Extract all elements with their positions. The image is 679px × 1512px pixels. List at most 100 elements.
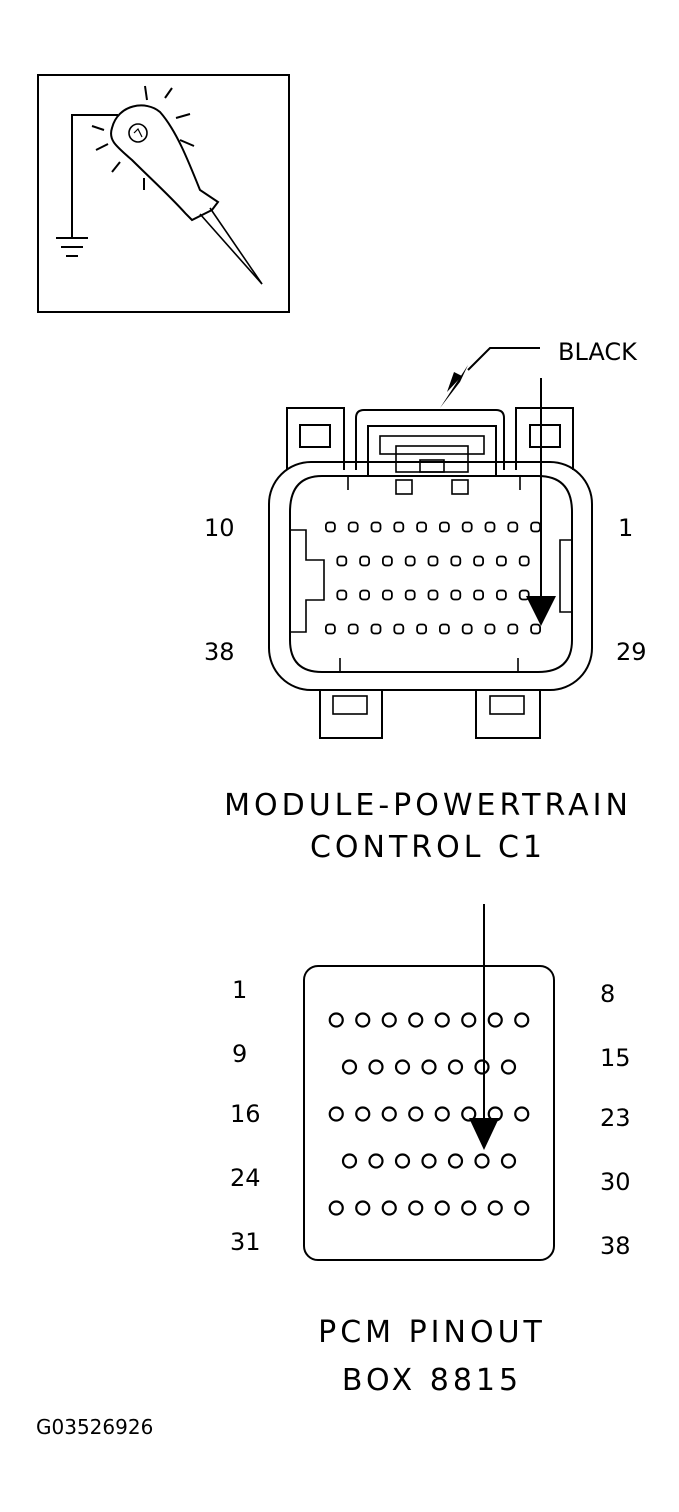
leader-arrowhead [447,372,462,392]
connector-c1-pin [416,623,428,635]
connector-c1-pin [336,589,348,601]
pinout-box-pin [447,1153,464,1169]
connector-c1-pin [404,589,416,601]
pinout-box-pin [461,1012,477,1028]
pinout-box-pin [514,1012,530,1028]
pinout-box-pin [408,1106,424,1122]
pinout-box-pin [514,1200,530,1216]
connector-c1-pin [347,623,359,635]
connector-c1-pin [507,521,519,533]
connector-c1-pin [530,521,541,533]
pinout-box-pin [434,1200,450,1216]
figure-id: G03526926 [36,1415,153,1439]
connector-caption-line2: CONTROL C1 [310,830,546,865]
connector-c1-pin [450,555,462,567]
c1-pin-label-29: 29 [616,638,647,666]
pinout-box-pin [368,1153,384,1169]
connector-c1-pin [518,555,530,567]
connector-caption-line1: MODULE-POWERTRAIN [224,788,632,823]
connector-c1-pin [484,521,496,533]
pinout-caption-line2: BOX 8815 [342,1363,522,1398]
pinout-box-pin [341,1153,358,1169]
pinout-box-pin [487,1200,503,1216]
probe-arrow-head [526,596,556,626]
box-pin-label-1: 1 [232,976,247,1004]
box-pin-label-23: 23 [600,1104,631,1132]
box-pin-label-30: 30 [600,1168,631,1196]
connector-c1: BLACK 10 1 [204,338,647,865]
pinout-box-pin [461,1106,477,1122]
connector-c1-pin [359,589,371,601]
pinout-box-pin [514,1106,530,1122]
connector-c1-pin [347,521,359,533]
connector-c1-pin [438,623,450,635]
connector-c1-pin [359,555,371,567]
box-pin-label-24: 24 [230,1164,261,1192]
pinout-box-pin-grid [328,1012,530,1216]
box-pin-label-8: 8 [600,980,615,1008]
connector-c1-pin [473,589,485,601]
pinout-box-pin [461,1200,477,1216]
connector-c1-pin [336,555,348,567]
pinout-caption-line1: PCM PINOUT [318,1315,546,1350]
connector-c1-pin [393,623,405,635]
c1-pin-label-38: 38 [204,638,235,666]
connector-c1-pin [461,521,473,533]
connector-c1-pin [416,521,428,533]
connector-c1-pin [495,589,507,601]
pinout-box-pin [408,1012,424,1028]
probe-arrow-head [469,1118,499,1150]
connector-c1-pin [461,623,473,635]
connector-c1-pin [484,623,496,635]
connector-color-label: BLACK [558,338,638,366]
connector-c1-pin [438,521,450,533]
box-pin-label-15: 15 [600,1044,631,1072]
connector-c1-pin [450,589,462,601]
pinout-box-pin [381,1012,397,1028]
pinout-box-pin [408,1200,424,1216]
pinout-box-pin [368,1059,384,1075]
pinout-box-pin [474,1059,490,1075]
connector-c1-pin [530,623,541,635]
connector-c1-pin [370,623,382,635]
pinout-box-pin [355,1200,371,1216]
pinout-box-pin [355,1012,371,1028]
box-pin-label-16: 16 [230,1100,261,1128]
pinout-box-pin [328,1200,344,1216]
test-light-probe-icon [37,74,290,313]
box-pin-label-38: 38 [600,1232,631,1260]
connector-c1-pin [381,555,393,567]
pcm-pinout-box: 1 8 9 15 16 23 24 30 31 38 PCM PINOUT BO… [230,904,631,1398]
connector-c1-pin [518,589,530,601]
pinout-box-pin [381,1106,397,1122]
connector-c1-pin [381,589,393,601]
connector-c1-pin [404,555,416,567]
connector-c1-pin [427,555,439,567]
connector-c1-pin-grid [324,521,541,635]
pinout-box-pin [394,1059,411,1075]
pinout-box-pin [394,1153,411,1169]
pinout-box-pin [355,1106,371,1122]
pinout-box-pin [434,1012,450,1028]
pinout-box-pin [328,1106,344,1122]
connector-c1-pin [370,521,382,533]
box-pin-label-9: 9 [232,1040,247,1068]
pinout-box-pin [487,1012,503,1028]
connector-c1-pin [427,589,439,601]
pinout-box-pin [447,1059,464,1075]
connector-c1-pin [393,521,405,533]
pinout-box-pin [434,1106,450,1122]
connector-c1-pin [507,623,519,635]
ground-symbol-icon [56,237,88,257]
pinout-box-pin [500,1059,517,1075]
pinout-box-pin [474,1153,490,1169]
pinout-box-pin [500,1153,517,1169]
connector-c1-pin [473,555,485,567]
box-pin-label-31: 31 [230,1228,261,1256]
connector-c1-pin [324,623,336,635]
pinout-box-pin [341,1059,358,1075]
pinout-box-pin [421,1059,437,1075]
pinout-box-pin [328,1012,344,1028]
pinout-box-pin [421,1153,437,1169]
